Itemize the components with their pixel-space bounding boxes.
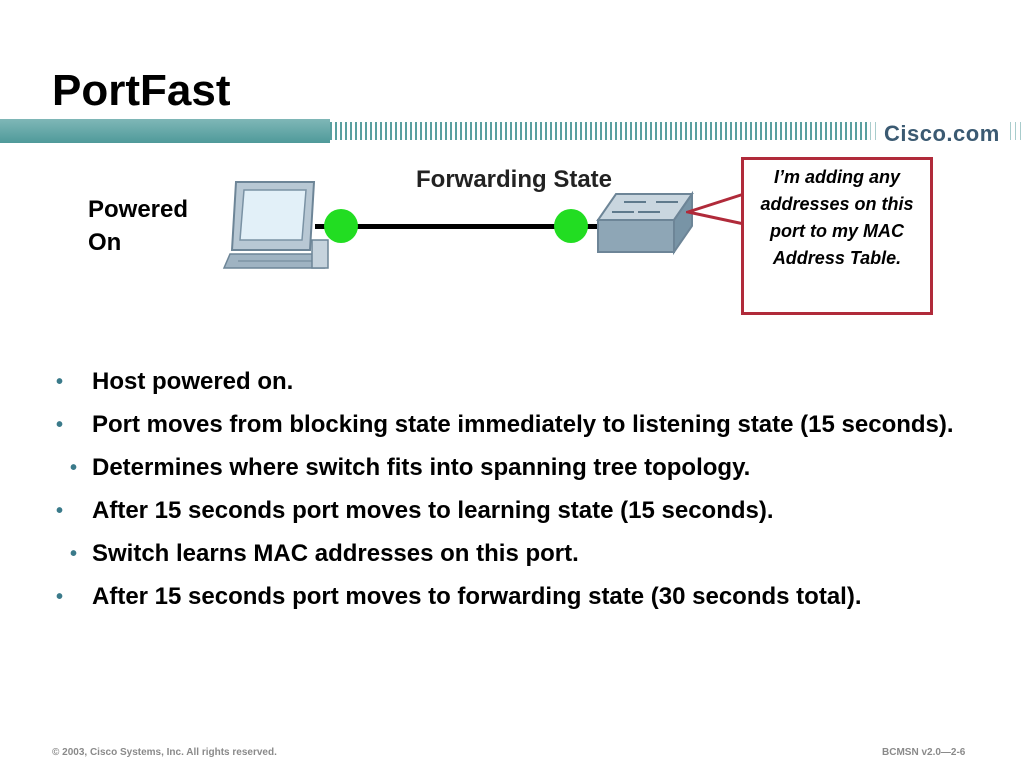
bullet-item: • Host powered on.: [52, 366, 992, 398]
header-band: [0, 119, 1024, 143]
bullet-text: After 15 seconds port moves to forwardin…: [92, 583, 862, 610]
bullet-marker: •: [56, 586, 64, 608]
bullet-marker: •: [56, 414, 64, 436]
slide-title: PortFast: [52, 66, 231, 115]
bullet-text: Host powered on.: [92, 368, 294, 395]
bullet-item: • After 15 seconds port moves to learnin…: [52, 495, 992, 527]
header-band-stripes: [330, 122, 870, 140]
bullet-item: • After 15 seconds port moves to forward…: [52, 581, 992, 613]
switch-icon: [596, 190, 694, 256]
switch-callout: I’m adding any addresses on this port to…: [741, 157, 933, 315]
bullet-marker: •: [56, 500, 64, 522]
bullet-marker: •: [56, 371, 64, 393]
cisco-logo: Cisco.com: [878, 121, 1006, 147]
bullet-subitem: • Determines where switch fits into span…: [52, 452, 992, 484]
pc-icon: [222, 181, 329, 269]
network-link: [315, 224, 600, 229]
header-band-solid: [0, 119, 330, 143]
switch-port-led: [554, 209, 588, 243]
host-port-led: [324, 209, 358, 243]
bullet-text: Switch learns MAC addresses on this port…: [92, 540, 579, 567]
port-state-label: Forwarding State: [416, 166, 613, 193]
host-label: Powered On: [88, 196, 189, 256]
bullet-subitem: • Switch learns MAC addresses on this po…: [52, 538, 992, 570]
callout-tail: [686, 191, 746, 226]
bullet-list: • Host powered on. • Port moves from blo…: [52, 366, 992, 624]
bullet-text: Determines where switch fits into spanni…: [92, 454, 751, 481]
footer-copyright: © 2003, Cisco Systems, Inc. All rights r…: [52, 747, 277, 758]
bullet-marker: •: [70, 543, 78, 565]
bullet-marker: •: [70, 457, 78, 479]
bullet-item: • Port moves from blocking state immedia…: [52, 409, 992, 441]
footer-course-id: BCMSN v2.0—2-6: [882, 747, 966, 758]
bullet-text: Port moves from blocking state immediate…: [92, 411, 954, 438]
bullet-text: After 15 seconds port moves to learning …: [92, 497, 774, 524]
